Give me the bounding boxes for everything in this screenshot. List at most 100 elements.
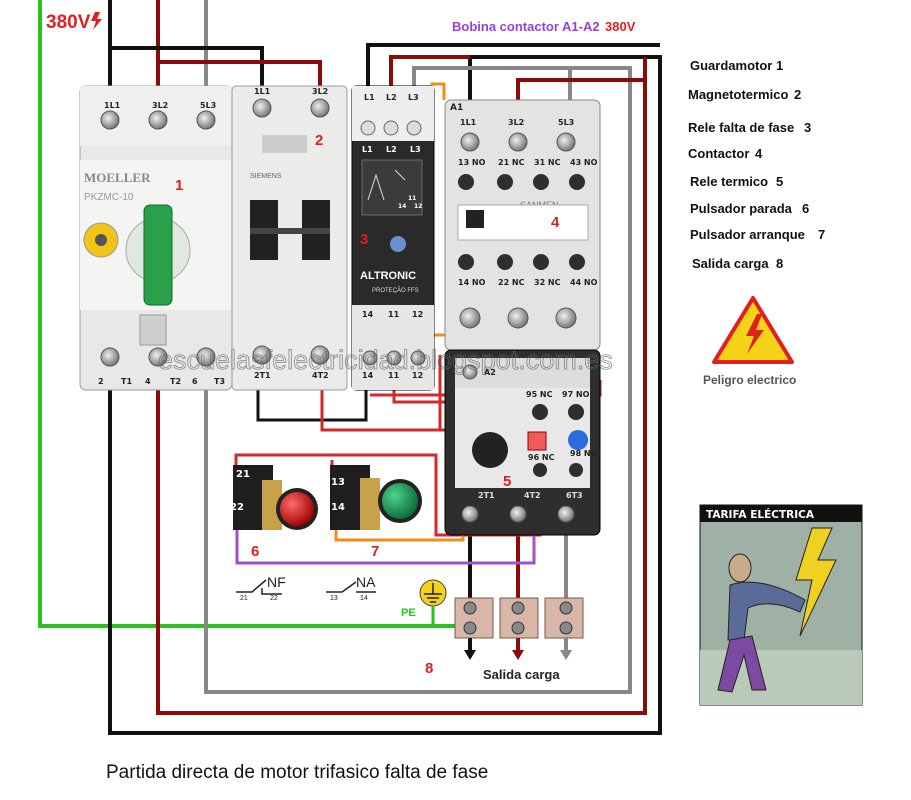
device-number-5: 5 (503, 473, 511, 490)
legend-2-name: Magnetotermico (688, 87, 788, 102)
ff-bot2-14: 14 (362, 371, 374, 380)
ff-mid-l3: L3 (410, 145, 421, 154)
nf-term-22: 22 (270, 595, 278, 602)
legend-3-num: 3 (804, 120, 811, 135)
th-term-96: 96 NC (528, 453, 555, 462)
altronic-brand: ALTRONIC (360, 270, 416, 282)
moeller-model: PKZMC-10 (84, 192, 134, 203)
th-term-95: 95 NC (526, 390, 553, 399)
th-term-2t1: 2T1 (478, 491, 495, 500)
pulsador-arranque: 13 14 (330, 465, 422, 530)
legend-6-num: 6 (802, 201, 809, 216)
altronic-sub: PROTEÇÃO FFS (372, 287, 419, 294)
pb-start-14: 14 (331, 502, 345, 513)
ct-aux-21: 21 NC (498, 158, 525, 167)
ff-bot2-12: 12 (412, 371, 423, 380)
th-term-6t3: 6T3 (566, 491, 583, 500)
gm-term-3l2: 3L2 (152, 101, 168, 110)
ff-term-l2: L2 (386, 93, 397, 102)
gm-term-2: 2 (98, 377, 104, 386)
th-term-4t2: 4T2 (524, 491, 541, 500)
gm-term-t2: T2 (170, 377, 181, 386)
na-symbol (326, 581, 376, 593)
cartoon-image: TARIFA ELÉCTRICA (699, 504, 863, 706)
na-term-13: 13 (330, 595, 338, 602)
ct-aux-31: 31 NC (534, 158, 561, 167)
ff-mid-l1: L1 (362, 145, 373, 154)
coil-label: Bobina contactor A1-A2 (452, 19, 600, 34)
device-number-8: 8 (425, 660, 433, 677)
gm-term-t3: T3 (214, 377, 225, 386)
gm-term-6: 6 (192, 377, 198, 386)
legend-7-name: Pulsador arranque (690, 227, 805, 242)
device-number-4: 4 (551, 214, 560, 231)
legend-5-name: Rele termico (690, 174, 768, 189)
siemens-brand: SIEMENS (250, 173, 282, 180)
ct-aux-22: 22 NC (498, 278, 525, 287)
nf-term-21: 21 (240, 595, 248, 602)
mt-term-1l1: 1L1 (254, 87, 271, 96)
ff-mid-l2: L2 (386, 145, 397, 154)
ff-bot-14: 14 (362, 310, 374, 319)
mt-term-4t2: 4T2 (312, 371, 329, 380)
mt-term-3l2: 3L2 (312, 87, 328, 96)
coil-voltage: 380V (605, 19, 636, 34)
ff-rel-14: 14 (398, 203, 406, 210)
contactor: A1 1L1 3L2 5L3 13 NO 21 NC 31 NC 43 NO S… (444, 99, 601, 360)
nf-symbol (236, 579, 282, 595)
legend-4-num: 4 (755, 146, 763, 161)
ff-term-l1: L1 (364, 93, 375, 102)
pe-label: PE (401, 607, 416, 619)
ff-rel-12: 12 (414, 203, 422, 210)
ct-aux-44: 44 NO (570, 278, 598, 287)
legend-1-num: 1 (776, 58, 783, 73)
ff-rel-11: 11 (408, 195, 416, 202)
danger-sign (712, 296, 794, 364)
device-number-2: 2 (315, 132, 323, 149)
nf-label: NF (267, 574, 286, 590)
watermark: escuelasfelectricidad.blogspot.com.es (158, 345, 613, 375)
ff-bot2-11: 11 (388, 371, 400, 380)
rele-falta-fase: L1 L2 L3 L1 L2 L3 14 11 12 ALTRONIC PROT… (351, 85, 435, 391)
legend: Guardamotor 1 Magnetotermico 2 Rele falt… (688, 58, 825, 271)
ct-term-5l3: 5L3 (558, 118, 574, 127)
ct-term-3l2: 3L2 (508, 118, 524, 127)
legend-8-name: Salida carga (692, 256, 769, 271)
legend-6-name: Pulsador parada (690, 201, 793, 216)
na-term-14: 14 (360, 595, 368, 602)
ct-aux-43: 43 NO (570, 158, 598, 167)
ground-icon (419, 579, 447, 626)
terminal-block (454, 597, 584, 660)
gm-term-4: 4 (145, 377, 151, 386)
legend-1-name: Guardamotor (690, 58, 772, 73)
ct-aux-13: 13 NO (458, 158, 486, 167)
cartoon-title: TARIFA ELÉCTRICA (706, 508, 815, 521)
ct-aux-32: 32 NC (534, 278, 561, 287)
th-term-98: 98 NO (570, 449, 598, 458)
danger-label: Peligro electrico (703, 373, 796, 387)
legend-7-num: 7 (818, 227, 825, 242)
device-number-7: 7 (371, 543, 379, 560)
output-label: Salida carga (483, 667, 560, 682)
pb-stop-21: 21 (236, 469, 250, 480)
legend-3-name: Rele falta de fase (688, 120, 794, 135)
th-term-a2: A2 (484, 368, 496, 377)
guardamotor: 1L1 3L2 5L3 MOELLER PKZMC-10 2 T1 4 T2 6… (79, 85, 233, 391)
th-term-97: 97 NO (562, 390, 590, 399)
na-label: NA (356, 574, 376, 590)
ff-bot-11: 11 (388, 310, 400, 319)
gm-term-1l1: 1L1 (104, 101, 121, 110)
main-title: Partida directa de motor trifasico falta… (106, 762, 489, 783)
device-number-6: 6 (251, 543, 259, 560)
legend-8-num: 8 (776, 256, 783, 271)
moeller-brand: MOELLER (84, 170, 151, 185)
gm-term-5l3: 5L3 (200, 101, 216, 110)
rele-termico: A2 95 NC 97 NO 96 NC 98 NO 2T1 4T2 6T3 (444, 349, 601, 536)
legend-5-num: 5 (776, 174, 783, 189)
ff-bot-12: 12 (412, 310, 423, 319)
pulsador-parada: 21 22 (230, 465, 318, 530)
high-voltage-icon (746, 314, 764, 354)
device-number-1: 1 (175, 177, 183, 194)
